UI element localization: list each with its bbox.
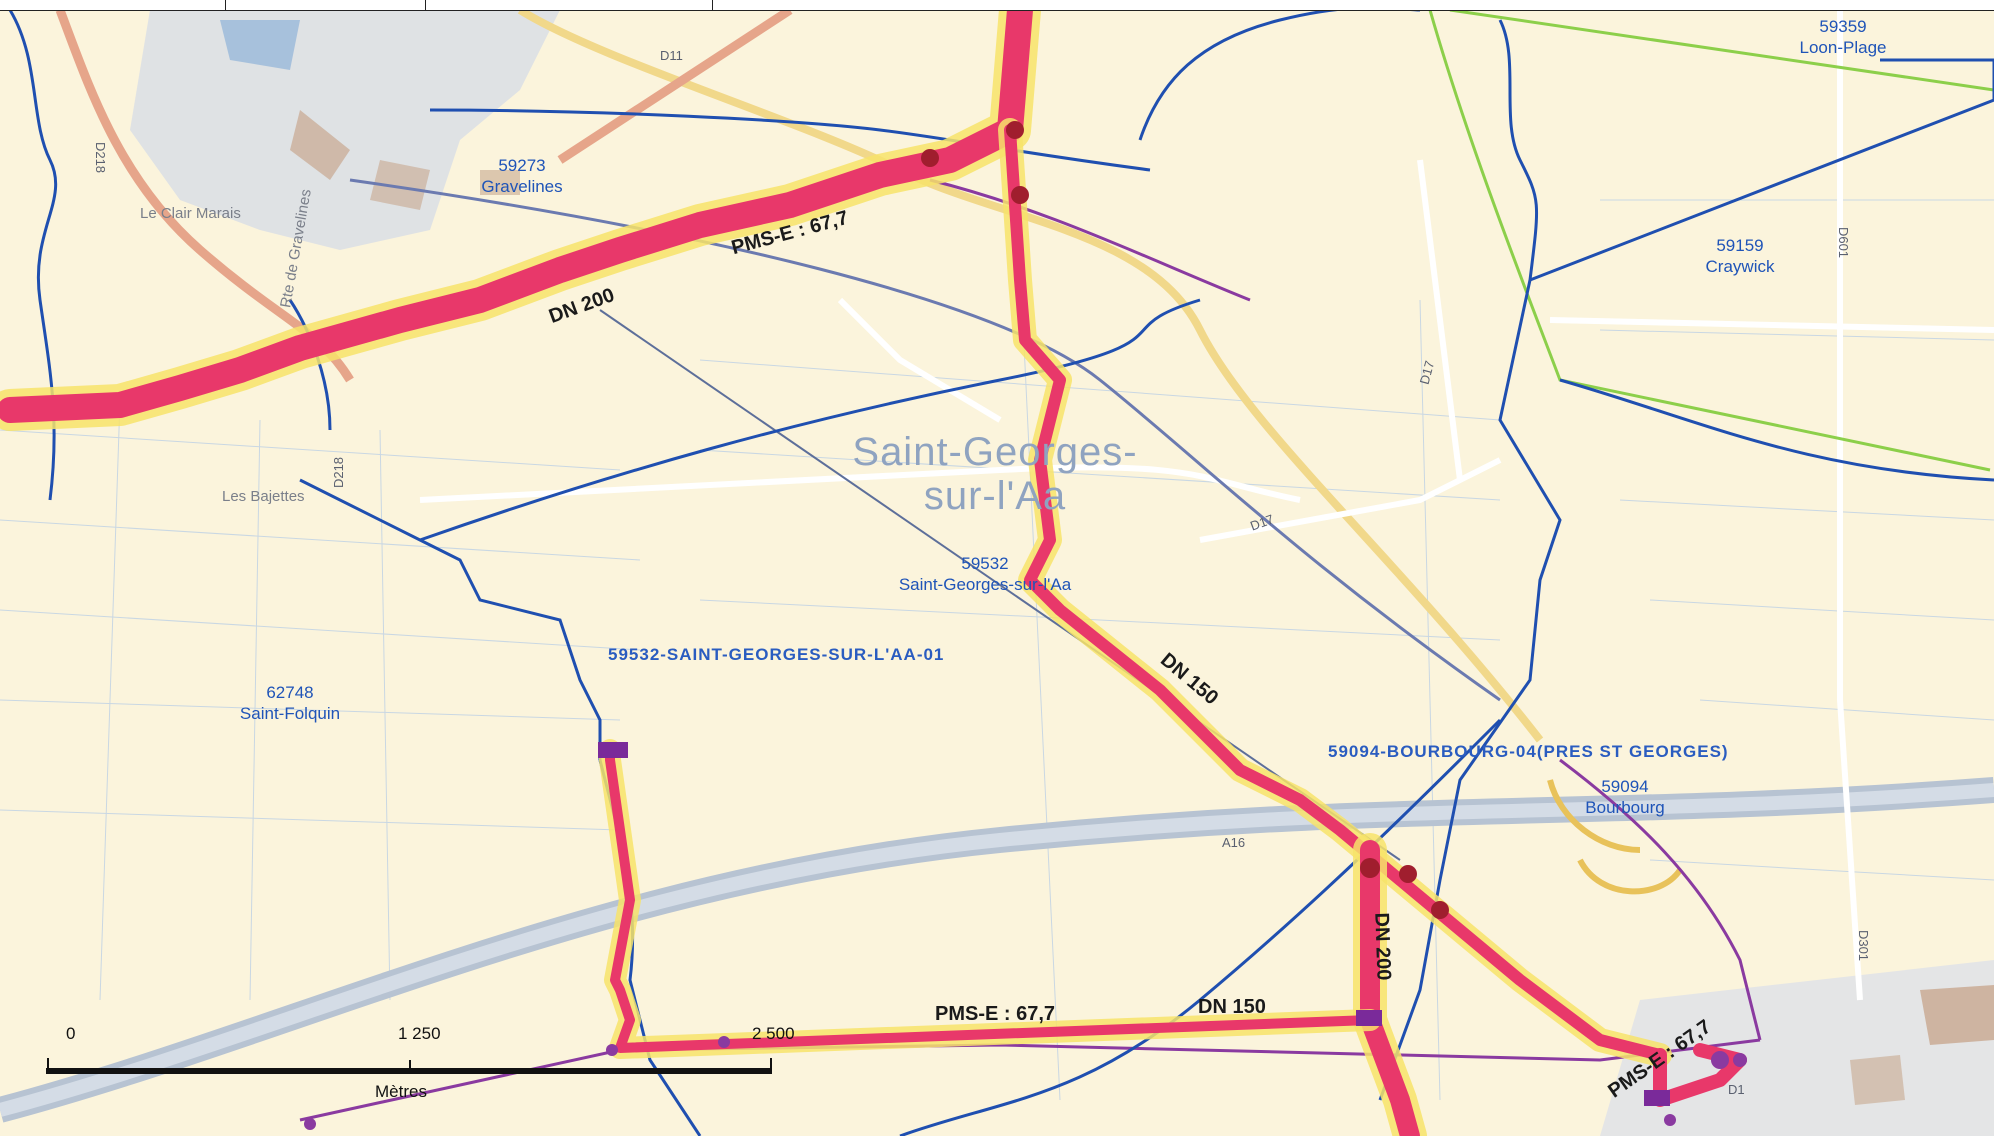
rail-spur (599, 309, 1401, 861)
d11-road (517, 6, 1544, 743)
road-label-d218a: D218 (93, 141, 109, 174)
scale-tick-2500: 2 500 (752, 1024, 795, 1043)
pipeline-label-dn150-south: DN 150 (1198, 996, 1266, 1018)
pipeline-markers (304, 121, 1747, 1130)
town-label-saint-georges: Saint-Georges-sur-l'Aa (852, 430, 1138, 518)
minor-roads (419, 0, 1994, 1001)
pipeline-label-dn200-south: DN 200 (1370, 912, 1395, 981)
road-label-d11: D11 (660, 48, 683, 63)
place-label-le-clair-marais: Le Clair Marais (140, 205, 241, 222)
road-label-d301: D301 (1856, 929, 1872, 962)
field-grid (0, 199, 1994, 1101)
gravelines-urban (130, 10, 560, 250)
place-label-les-bajettes: Les Bajettes (222, 488, 305, 505)
scale-tick-0: 0 (66, 1024, 76, 1043)
station-marker-saint-georges (598, 742, 628, 758)
scale-tick-1250: 1 250 (398, 1024, 441, 1043)
green-border (1428, 9, 1991, 472)
road-label-a16: A16 (1222, 835, 1246, 850)
station-label-saint-georges[interactable]: 59532-SAINT-GEORGES-SUR-L'AA-01 (608, 645, 945, 664)
pipeline-label-pms-south: PMS-E : 67,7 (935, 1003, 1056, 1025)
road-label-d601: D601 (1836, 226, 1852, 259)
station-label-bourbourg[interactable]: 59094-BOURBOURG-04(PRES ST GEORGES) (1328, 742, 1729, 761)
scale-bar (46, 1058, 772, 1074)
scale-unit: Mètres (375, 1082, 427, 1101)
a16-interchange (1547, 779, 1683, 895)
top-table-strip (0, 0, 1994, 11)
road-label-d218b: D218 (331, 456, 347, 489)
road-label-d1: D1 (1728, 1082, 1745, 1097)
